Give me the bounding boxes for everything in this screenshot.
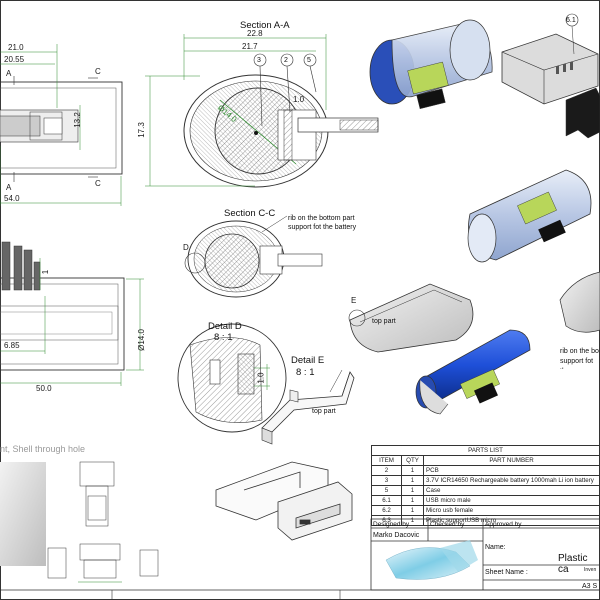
section-aa-view <box>145 34 379 188</box>
parts-header-item: ITEM <box>371 455 402 466</box>
detail-e-title: Detail E <box>291 355 325 366</box>
iso-shell-top <box>369 19 493 109</box>
detail-d-letter: D <box>183 243 189 252</box>
table-cell: 2 <box>371 465 402 476</box>
table-cell: 1 <box>401 475 424 486</box>
table-cell: 1 <box>401 495 424 506</box>
table-cell: 1 <box>401 485 424 496</box>
name-label: Name: <box>485 544 506 551</box>
aa-dim-22-8: 22.8 <box>247 29 263 38</box>
title-block-logo <box>385 540 478 580</box>
title-block-frame <box>370 518 600 591</box>
table-cell: Case <box>423 485 600 496</box>
parts-list-table: PARTS LIST ITEM QTY PART NUMBER 2 1 PCB … <box>371 445 600 526</box>
sheet-name-value: Inven <box>584 567 597 573</box>
table-cell: PCB <box>423 465 600 476</box>
table-row: 6.3 1 Plastic supportUSB micro <box>371 515 600 526</box>
section-cc-view <box>184 215 323 298</box>
checked-by-label: Checked by <box>430 521 465 528</box>
detail-d-dim: 1.0 <box>256 372 266 384</box>
iso-battery-assembly <box>415 329 531 415</box>
balloon-5-label: 5 <box>307 57 311 64</box>
iso-e-letter: E <box>351 296 357 305</box>
front-dim-50: 50.0 <box>36 384 52 393</box>
sheet-name-label: Sheet Name : <box>485 569 528 576</box>
designed-by-label: Designed by <box>373 521 410 528</box>
section-letter-a-bottom: A <box>6 183 12 192</box>
table-row: 2 1 PCB <box>371 465 600 476</box>
section-letter-c-top: C <box>95 67 101 76</box>
front-view <box>0 241 144 386</box>
detail-d-view <box>177 323 287 433</box>
name-value: Plastic ca <box>558 553 588 575</box>
table-row: 3 1 3.7V ICR14650 Rechargeable battery 1… <box>371 475 600 486</box>
iso-usb-male <box>501 13 600 139</box>
table-row: 5 1 Case <box>371 485 600 496</box>
table-cell: 6.2 <box>371 505 402 516</box>
aa-dim-17-3: 17.3 <box>136 122 146 138</box>
table-cell: USB micro male <box>423 495 600 506</box>
designer-name: Marko Dacovic <box>373 532 420 539</box>
top-view <box>0 44 123 206</box>
shell-through-hole-note: nt, Shell through hole <box>0 444 86 454</box>
section-letter-c-bottom: C <box>95 179 101 188</box>
iso-top-part-label: top part <box>372 318 396 325</box>
table-cell: 5 <box>371 485 402 496</box>
iso-bottom-right <box>559 271 600 333</box>
balloon-6-1-label: 6.1 <box>566 17 576 24</box>
section-cc-title: Section C-C <box>224 208 276 219</box>
aa-dim-21-7: 21.7 <box>242 42 258 51</box>
rib-note: rib on the bottom part support fot the b… <box>288 215 357 232</box>
detail-d-title: Detail D <box>208 321 242 332</box>
top-dim-54: 54.0 <box>4 194 20 203</box>
table-cell: 6.1 <box>371 495 402 506</box>
iso-rib-note: rib on the bo support fot th <box>560 348 599 369</box>
iso-bottom-part <box>348 283 474 353</box>
render-gradient-panel <box>0 462 46 566</box>
parts-header-part-number: PART NUMBER <box>423 455 600 466</box>
table-row: 6.1 1 USB micro male <box>371 495 600 506</box>
approved-by-label: Approved by <box>485 521 522 528</box>
front-dim-partial: 1 <box>41 269 51 275</box>
top-dim-20-55: 20.55 <box>4 55 25 64</box>
sheet-size: A3 S <box>582 583 598 590</box>
detail-e-scale: 8 : 1 <box>296 367 315 378</box>
section-letter-a-top: A <box>6 69 12 78</box>
front-dim-6-85: 6.85 <box>4 341 20 350</box>
iso-shell-middle <box>467 169 592 263</box>
table-cell: 3 <box>371 475 402 486</box>
usb-iso-drawing <box>215 461 353 541</box>
table-cell: 1 <box>401 505 424 516</box>
front-dim-dia-14: Ø14.0 <box>136 329 146 351</box>
table-cell: 3.7V ICR14650 Rechargeable battery 1000m… <box>423 475 600 486</box>
usb-small-drawings <box>47 461 159 583</box>
top-dim-21: 21.0 <box>8 43 24 52</box>
top-dim-13-2: 13.2 <box>72 112 82 128</box>
table-row: 6.2 1 Micro usb female <box>371 505 600 516</box>
section-aa-title: Section A-A <box>240 20 290 31</box>
balloon-2-label: 2 <box>284 57 288 64</box>
parts-list-title: PARTS LIST <box>371 445 600 456</box>
detail-e-view <box>261 369 355 445</box>
aa-dim-1-0: 1.0 <box>293 95 305 104</box>
table-cell: Micro usb female <box>423 505 600 516</box>
detail-e-top-part: top part <box>312 408 336 415</box>
balloon-3-label: 3 <box>257 57 261 64</box>
parts-header-qty: QTY <box>401 455 424 466</box>
table-cell: 1 <box>401 465 424 476</box>
detail-d-scale: 8 : 1 <box>214 332 233 343</box>
table-cell: Plastic supportUSB micro <box>423 515 600 526</box>
